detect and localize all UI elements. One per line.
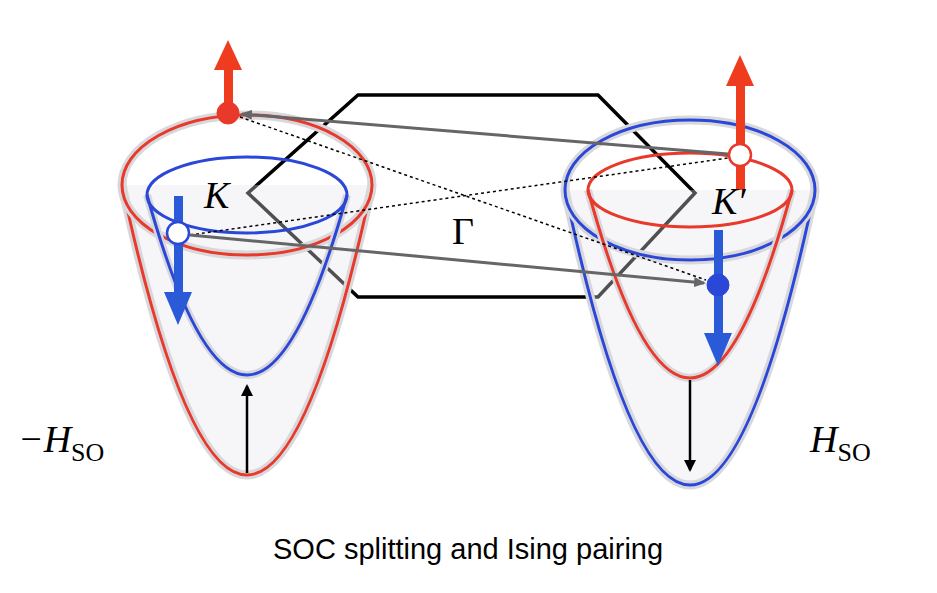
spin-up-right — [726, 55, 754, 190]
pairing-arrow — [190, 235, 704, 283]
left-valley — [122, 115, 372, 475]
soc-hamiltonian-group: HSO — [810, 420, 871, 458]
caption-wrap: SOC splitting and Ising pairing — [273, 535, 663, 564]
gamma-label-group: Γ — [452, 212, 474, 250]
soc-hamiltonian: −H — [18, 418, 71, 460]
valley-label-group: K′ — [712, 182, 746, 220]
caption: SOC splitting and Ising pairing — [273, 533, 663, 565]
valley-label: K — [204, 174, 229, 216]
soc-hamiltonian: H — [810, 418, 837, 460]
spin-down-left — [164, 196, 192, 325]
dotted-pairing — [240, 117, 706, 280]
pairing-arrow — [242, 114, 728, 154]
subscript: SO — [71, 438, 104, 467]
spin-up-left — [214, 40, 242, 124]
valley-label-group: K — [204, 176, 229, 214]
subscript: SO — [837, 438, 870, 467]
spin-down-right — [704, 230, 732, 366]
gamma-label: Γ — [452, 210, 474, 252]
valley-label: K′ — [712, 180, 746, 222]
soc-hamiltonian-group: −HSO — [18, 420, 104, 458]
right-valley — [565, 120, 815, 485]
